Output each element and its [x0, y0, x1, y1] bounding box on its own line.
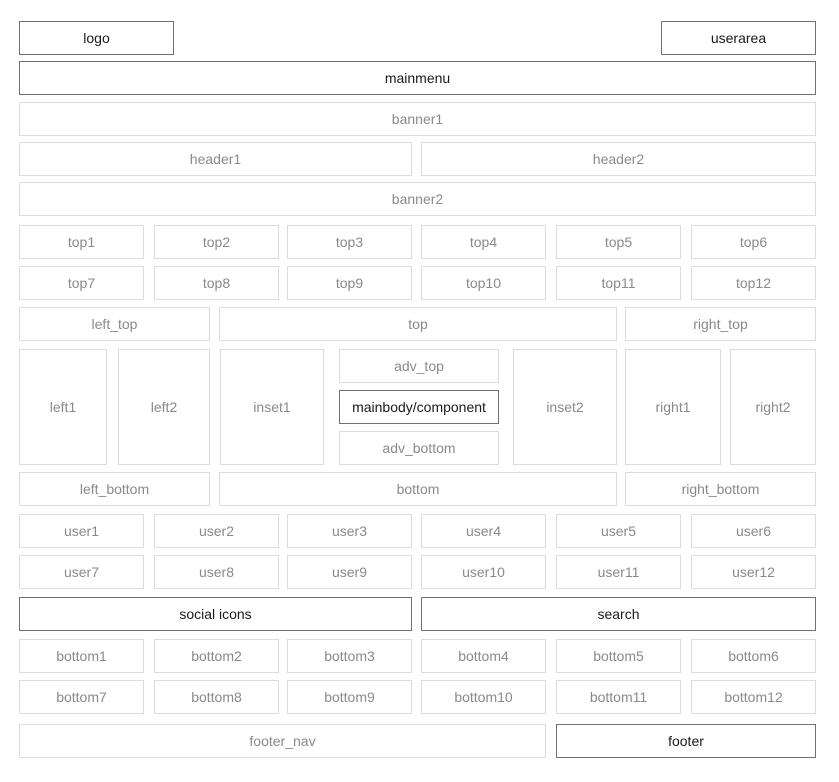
user5-position: user5	[556, 514, 681, 548]
bottom10-position: bottom10	[421, 680, 546, 714]
top3-position: top3	[287, 225, 412, 259]
user12-position: user12	[691, 555, 816, 589]
top-position: top	[219, 307, 617, 341]
logo-position: logo	[19, 21, 174, 55]
adv-top-position: adv_top	[339, 349, 499, 383]
top1-position: top1	[19, 225, 144, 259]
user1-position: user1	[19, 514, 144, 548]
search-position: search	[421, 597, 816, 631]
top8-position: top8	[154, 266, 279, 300]
banner1-position: banner1	[19, 102, 816, 136]
top2-position: top2	[154, 225, 279, 259]
user2-position: user2	[154, 514, 279, 548]
user4-position: user4	[421, 514, 546, 548]
right-top-position: right_top	[625, 307, 816, 341]
right-bottom-position: right_bottom	[625, 472, 816, 506]
mainbody-component-position: mainbody/component	[339, 390, 499, 424]
bottom9-position: bottom9	[287, 680, 412, 714]
top10-position: top10	[421, 266, 546, 300]
user8-position: user8	[154, 555, 279, 589]
top6-position: top6	[691, 225, 816, 259]
bottom1-position: bottom1	[19, 639, 144, 673]
inset2-position: inset2	[513, 349, 617, 465]
user10-position: user10	[421, 555, 546, 589]
mainmenu-position: mainmenu	[19, 61, 816, 95]
user3-position: user3	[287, 514, 412, 548]
bottom7-position: bottom7	[19, 680, 144, 714]
right1-position: right1	[625, 349, 721, 465]
bottom6-position: bottom6	[691, 639, 816, 673]
footer-nav-position: footer_nav	[19, 724, 546, 758]
bottom4-position: bottom4	[421, 639, 546, 673]
left2-position: left2	[118, 349, 210, 465]
user11-position: user11	[556, 555, 681, 589]
header1-position: header1	[19, 142, 412, 176]
top7-position: top7	[19, 266, 144, 300]
bottom-position: bottom	[219, 472, 617, 506]
user7-position: user7	[19, 555, 144, 589]
bottom5-position: bottom5	[556, 639, 681, 673]
top4-position: top4	[421, 225, 546, 259]
bottom12-position: bottom12	[691, 680, 816, 714]
top12-position: top12	[691, 266, 816, 300]
banner2-position: banner2	[19, 182, 816, 216]
user9-position: user9	[287, 555, 412, 589]
bottom2-position: bottom2	[154, 639, 279, 673]
left-top-position: left_top	[19, 307, 210, 341]
bottom11-position: bottom11	[556, 680, 681, 714]
bottom3-position: bottom3	[287, 639, 412, 673]
social-icons-position: social icons	[19, 597, 412, 631]
left-bottom-position: left_bottom	[19, 472, 210, 506]
userarea-position: userarea	[661, 21, 816, 55]
inset1-position: inset1	[220, 349, 324, 465]
right2-position: right2	[730, 349, 816, 465]
top5-position: top5	[556, 225, 681, 259]
user6-position: user6	[691, 514, 816, 548]
top11-position: top11	[556, 266, 681, 300]
adv-bottom-position: adv_bottom	[339, 431, 499, 465]
header2-position: header2	[421, 142, 816, 176]
top9-position: top9	[287, 266, 412, 300]
left1-position: left1	[19, 349, 107, 465]
bottom8-position: bottom8	[154, 680, 279, 714]
footer-position: footer	[556, 724, 816, 758]
